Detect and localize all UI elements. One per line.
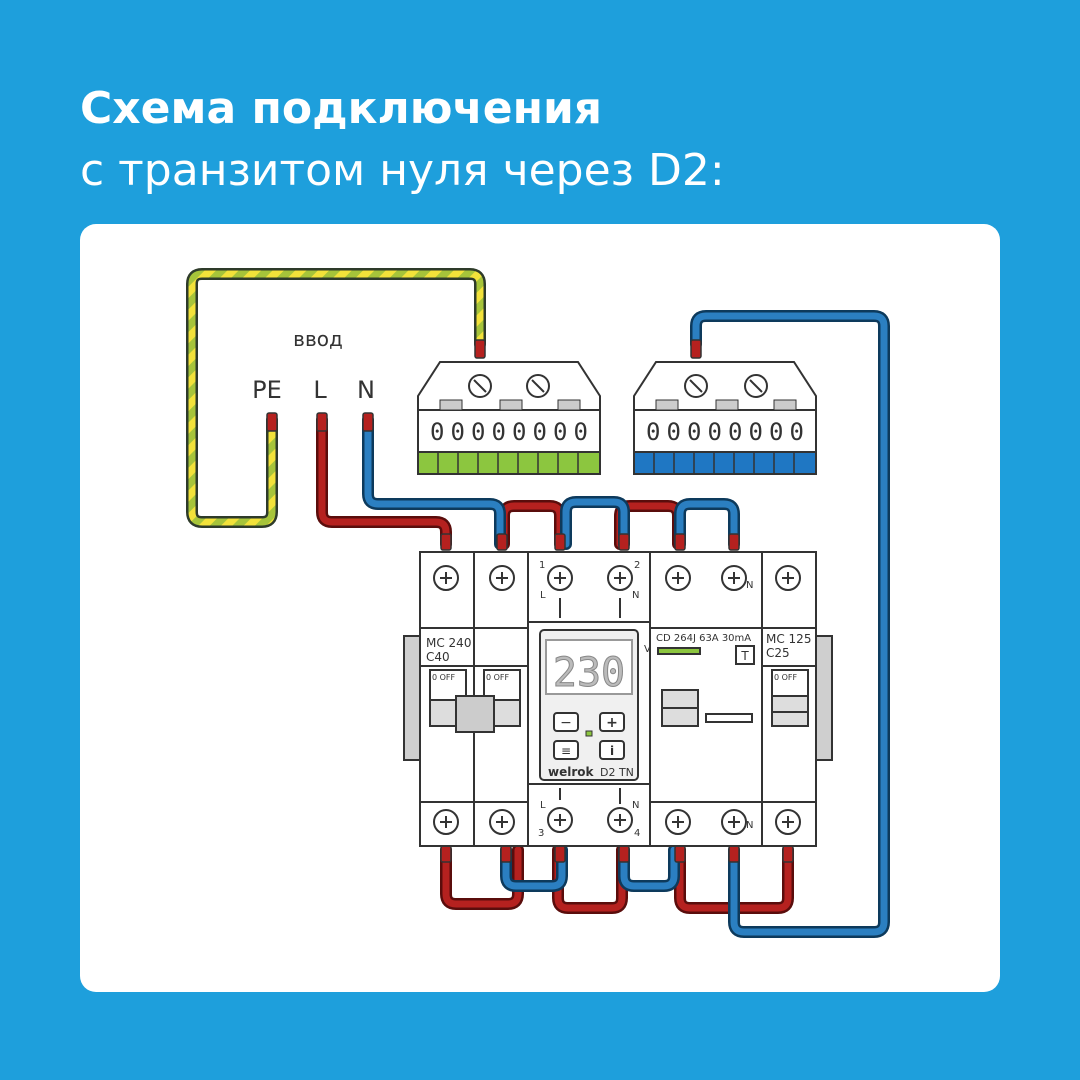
pe-wire — [186, 268, 486, 528]
relay-brand: welrok — [548, 765, 595, 779]
input-l-label: L — [313, 376, 327, 404]
bus-bar-blue: 00000000 — [633, 361, 817, 475]
breaker-left-off-mark: 0 OFF — [486, 673, 510, 682]
relay-terminal-2: 2 — [634, 560, 640, 571]
relay-display — [545, 639, 633, 695]
relay-terminal-3: 3 — [538, 828, 544, 839]
relay-unit: V — [644, 644, 651, 655]
voltage-relay — [527, 551, 651, 847]
rcd-indicator — [657, 647, 701, 655]
wire-ferrules — [266, 339, 794, 863]
rcd-test-button[interactable] — [735, 645, 755, 665]
title-line-1: Схема подключения — [80, 83, 603, 134]
breaker-right-rating: C25 — [766, 646, 790, 660]
relay-info-button[interactable] — [599, 740, 625, 760]
rcd — [649, 551, 763, 847]
relay-terminal-l-top: L — [540, 590, 546, 601]
breaker-left — [419, 551, 529, 847]
relay-info-icon: i — [610, 744, 614, 758]
title-line-2: с транзитом нуля через D2: — [80, 145, 725, 196]
relay-status-led — [585, 730, 593, 737]
relay-terminal-n-bottom: N — [632, 800, 639, 811]
input-n-label: N — [357, 376, 375, 404]
relay-menu-icon: ≡ — [561, 744, 571, 758]
bus-bar-green: 00000000 — [417, 361, 601, 475]
breaker-right-screws — [775, 565, 801, 835]
rcd-screws — [665, 565, 747, 835]
relay-menu-button[interactable] — [553, 740, 579, 760]
breaker-right-off-mark: 0 OFF — [774, 673, 798, 682]
relay-terminal-n-top: N — [632, 590, 639, 601]
rcd-n-top: N — [746, 580, 753, 591]
rcd-test-label: T — [740, 649, 749, 663]
relay-terminal-1: 1 — [539, 560, 545, 571]
relay-terminal-4: 4 — [634, 828, 640, 839]
relay-plus-button[interactable] — [599, 712, 625, 732]
din-rail-left — [403, 635, 421, 761]
breaker-right — [761, 551, 817, 847]
breaker-left-off-mark: 0 OFF — [432, 673, 456, 682]
breaker-left-screws — [433, 565, 515, 835]
relay-screws — [547, 565, 633, 833]
din-rail-right — [815, 635, 833, 761]
relay-minus-label: − — [560, 715, 572, 731]
breaker-left-toggle[interactable] — [455, 695, 495, 733]
relay-plus-label: + — [606, 715, 618, 731]
breaker-right-model: MC 125 — [766, 632, 811, 646]
input-label: ввод — [293, 327, 343, 351]
rcd-model: CD 264J 63A 30mA — [656, 633, 751, 644]
relay-model: D2 TN — [600, 766, 634, 779]
relay-terminal-l-bottom: L — [540, 800, 546, 811]
relay-voltage-readout: 230 — [553, 650, 625, 696]
page-title: Схема подключения с транзитом нуля через… — [80, 78, 725, 202]
breaker-left-rating: C40 — [426, 650, 450, 664]
relay-minus-button[interactable] — [553, 712, 579, 732]
rcd-n-bottom: N — [746, 820, 753, 831]
input-pe-label: PE — [252, 376, 282, 404]
breaker-left-model: MC 240 — [426, 636, 471, 650]
